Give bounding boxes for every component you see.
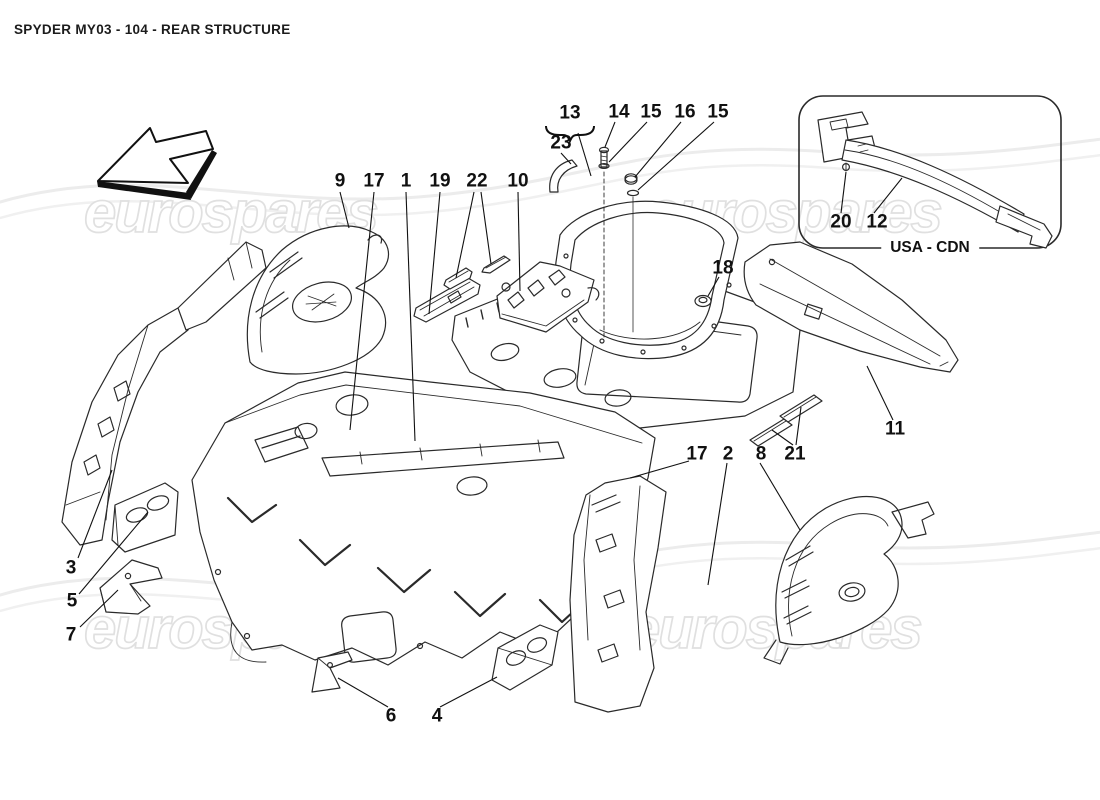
callout-7[interactable]: 7	[65, 624, 77, 646]
part-right-quarter-structure	[569, 475, 667, 713]
callout-3[interactable]: 3	[65, 557, 77, 579]
part-fasteners	[598, 146, 640, 339]
part-clip-pair	[443, 255, 511, 290]
callout-16[interactable]: 16	[674, 101, 696, 123]
callout-13[interactable]: 13	[559, 102, 581, 124]
callout-5[interactable]: 5	[66, 590, 78, 612]
part-sill-bracket	[111, 482, 179, 553]
part-left-quarter-structure	[61, 241, 267, 546]
callout-19[interactable]: 19	[429, 170, 451, 192]
callout-15b[interactable]: 15	[707, 101, 729, 123]
part-oval-bracket	[491, 624, 559, 691]
callout-2[interactable]: 2	[722, 443, 734, 465]
inset-box-caption: USA - CDN	[881, 239, 979, 257]
part-wedge-bracket	[99, 559, 163, 615]
direction-arrow-icon	[97, 127, 217, 200]
callout-17b[interactable]: 17	[686, 443, 708, 465]
part-rail-pair	[749, 394, 823, 447]
callout-12[interactable]: 12	[866, 211, 888, 233]
part-grommet	[694, 294, 712, 308]
callout-22[interactable]: 22	[466, 170, 488, 192]
part-perforated-plate	[496, 261, 600, 333]
callout-6[interactable]: 6	[385, 705, 397, 727]
callout-21[interactable]: 21	[784, 443, 806, 465]
callout-10[interactable]: 10	[507, 170, 529, 192]
callout-20[interactable]: 20	[830, 211, 852, 233]
part-right-wheel-arch	[763, 495, 935, 665]
leader-lines	[77, 121, 903, 708]
callout-15a[interactable]: 15	[640, 101, 662, 123]
callout-4[interactable]: 4	[431, 705, 443, 727]
part-trunk-tub	[554, 200, 739, 360]
callout-18[interactable]: 18	[712, 257, 734, 279]
part-arc-strip	[549, 159, 578, 193]
callout-8[interactable]: 8	[755, 443, 767, 465]
part-usa-cdn-beam	[817, 111, 1053, 249]
swoosh-top	[0, 137, 1100, 220]
inset-box	[798, 95, 1062, 249]
part-triangle-bracket	[311, 651, 353, 693]
callout-14[interactable]: 14	[608, 101, 630, 123]
callout-1[interactable]: 1	[400, 170, 412, 192]
part-left-wheelhouse	[246, 225, 390, 375]
callout-17[interactable]: 17	[363, 170, 385, 192]
callout-9[interactable]: 9	[334, 170, 346, 192]
callout-11[interactable]: 11	[884, 418, 906, 440]
page-title: SPYDER MY03 - 104 - REAR STRUCTURE	[14, 22, 291, 37]
callout-23[interactable]: 23	[550, 132, 572, 154]
part-rear-panel	[743, 241, 959, 373]
